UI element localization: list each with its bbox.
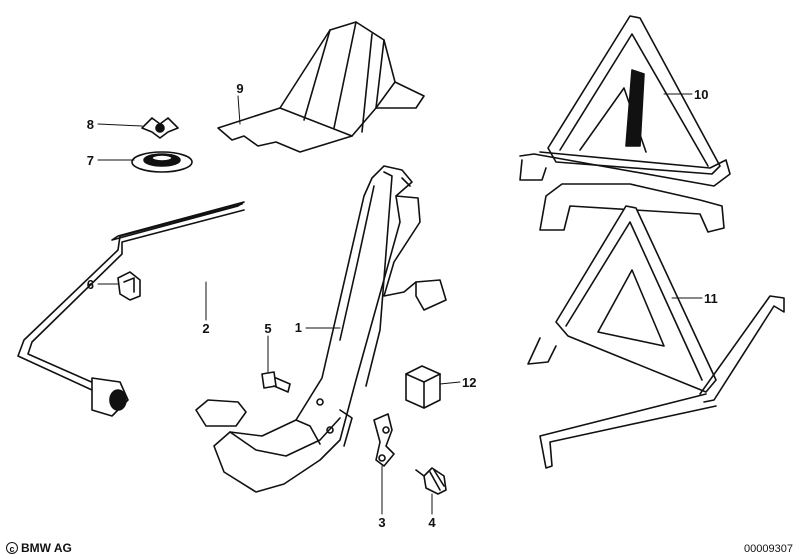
callout-2: 2 [202,321,209,336]
leader-9 [237,95,241,125]
callout-7: 7 [87,153,94,168]
leader-12 [439,381,461,385]
callout-8: 8 [87,117,94,132]
jack-part-1 [195,165,447,493]
block-part-12 [405,365,441,409]
copyright-icon: c [6,542,18,554]
callout-3: 3 [378,515,385,530]
callout-12: 12 [462,375,476,390]
grommet-part-7 [131,151,193,173]
callout-5: 5 [264,321,271,336]
bolt-part-5 [261,371,291,393]
wheel-chock-part-9 [217,21,425,153]
warning-triangle-part-10 [519,15,731,233]
image-number: 00009307 [744,543,793,555]
brand-label: BMW AG [21,541,72,555]
callout-6: 6 [87,277,94,292]
leader-lines [97,93,703,515]
callouts: 1 2 3 4 5 6 7 8 9 10 11 12 [87,81,718,530]
wheel-wrench-part-2 [17,201,245,417]
callout-4: 4 [428,515,436,530]
wing-nut-part-8 [141,117,179,139]
bracket-part-3 [373,413,395,467]
knurled-screw-part-4 [415,467,447,495]
leader-8 [97,123,143,127]
callout-1: 1 [295,320,302,335]
copyright-notice: c BMW AG [6,541,72,555]
callout-11: 11 [704,291,718,306]
clip-part-6 [117,271,141,301]
callout-10: 10 [694,87,708,102]
callout-9: 9 [236,81,243,96]
warning-stand-part-11 [527,205,785,469]
